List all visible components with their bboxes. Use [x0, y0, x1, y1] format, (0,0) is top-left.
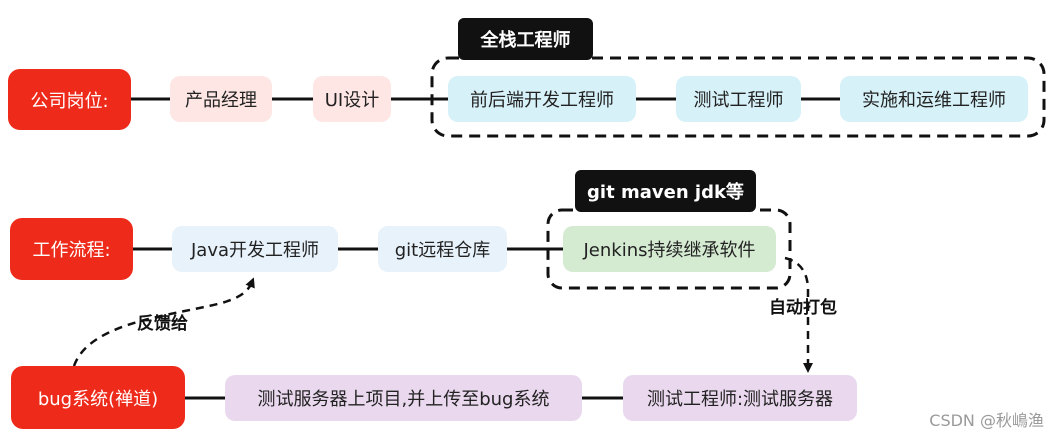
fullstack-tag-label: 全栈工程师 — [480, 30, 571, 51]
product-manager-node: 产品经理 — [170, 76, 272, 122]
auto-package-edge-label: 自动打包 — [769, 298, 837, 318]
java-engineer-node: Java开发工程师 — [172, 226, 338, 272]
jenkins-label: Jenkins持续继承软件 — [583, 240, 756, 261]
test-server-upload-node: 测试服务器上项目,并上传至bug系统 — [225, 375, 582, 421]
test-engineer-label: 测试工程师 — [693, 90, 784, 111]
row2-start-label: 工作流程: — [32, 240, 111, 261]
toolchain-tag: git maven jdk等 — [575, 170, 756, 212]
frontend-backend-engineer-label: 前后端开发工程师 — [470, 90, 614, 111]
ops-engineer-label: 实施和运维工程师 — [862, 90, 1006, 111]
test-engineer-node: 测试工程师 — [676, 76, 801, 122]
feedback-arrow — [72, 277, 255, 367]
fullstack-group-box — [430, 56, 1046, 138]
jenkins-node: Jenkins持续继承软件 — [563, 226, 776, 272]
java-engineer-label: Java开发工程师 — [190, 240, 320, 261]
product-manager-label: 产品经理 — [185, 90, 257, 111]
test-engineer-server-node: 测试工程师:测试服务器 — [623, 375, 857, 421]
git-repo-node: git远程仓库 — [378, 226, 507, 272]
row3-start-node: bug系统(禅道) — [11, 366, 185, 429]
test-server-upload-label: 测试服务器上项目,并上传至bug系统 — [257, 389, 550, 410]
ui-design-label: UI设计 — [324, 90, 380, 111]
fullstack-tag: 全栈工程师 — [458, 18, 593, 60]
watermark: CSDN @秋嶋渔 — [929, 411, 1044, 430]
row2-start-node: 工作流程: — [10, 218, 133, 280]
toolchain-tag-label: git maven jdk等 — [587, 182, 744, 203]
test-engineer-server-label: 测试工程师:测试服务器 — [646, 389, 834, 410]
frontend-backend-engineer-node: 前后端开发工程师 — [448, 76, 636, 122]
git-repo-label: git远程仓库 — [394, 240, 491, 261]
row1-start-node: 公司岗位: — [8, 69, 131, 130]
row3-start-label: bug系统(禅道) — [37, 388, 159, 410]
toolchain-group-box — [546, 208, 792, 290]
row1-start-label: 公司岗位: — [30, 90, 109, 112]
feedback-edge-label: 反馈给 — [137, 314, 188, 334]
auto-package-arrow — [784, 256, 813, 373]
ops-engineer-node: 实施和运维工程师 — [840, 76, 1028, 122]
ui-design-node: UI设计 — [313, 76, 391, 122]
